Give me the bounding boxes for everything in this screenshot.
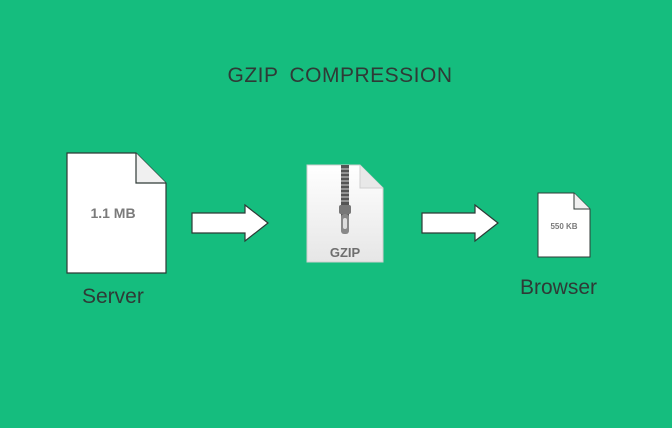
arrow-right-icon	[421, 203, 499, 243]
server-label: Server	[82, 285, 144, 308]
server-file-size: 1.1 MB	[90, 205, 135, 221]
zipper-icon	[339, 165, 351, 234]
arrow-right-icon	[191, 203, 269, 243]
gzip-file-icon: GZIP	[306, 164, 384, 263]
browser-label: Browser	[520, 276, 598, 299]
diagram-title: GZIP COMPRESSION	[227, 64, 453, 87]
server-file-icon: 1.1 MB	[66, 152, 167, 274]
gzip-file-label: GZIP	[330, 245, 361, 260]
browser-file-size: 550 KB	[550, 222, 577, 231]
browser-file-icon: 550 KB	[537, 192, 591, 258]
